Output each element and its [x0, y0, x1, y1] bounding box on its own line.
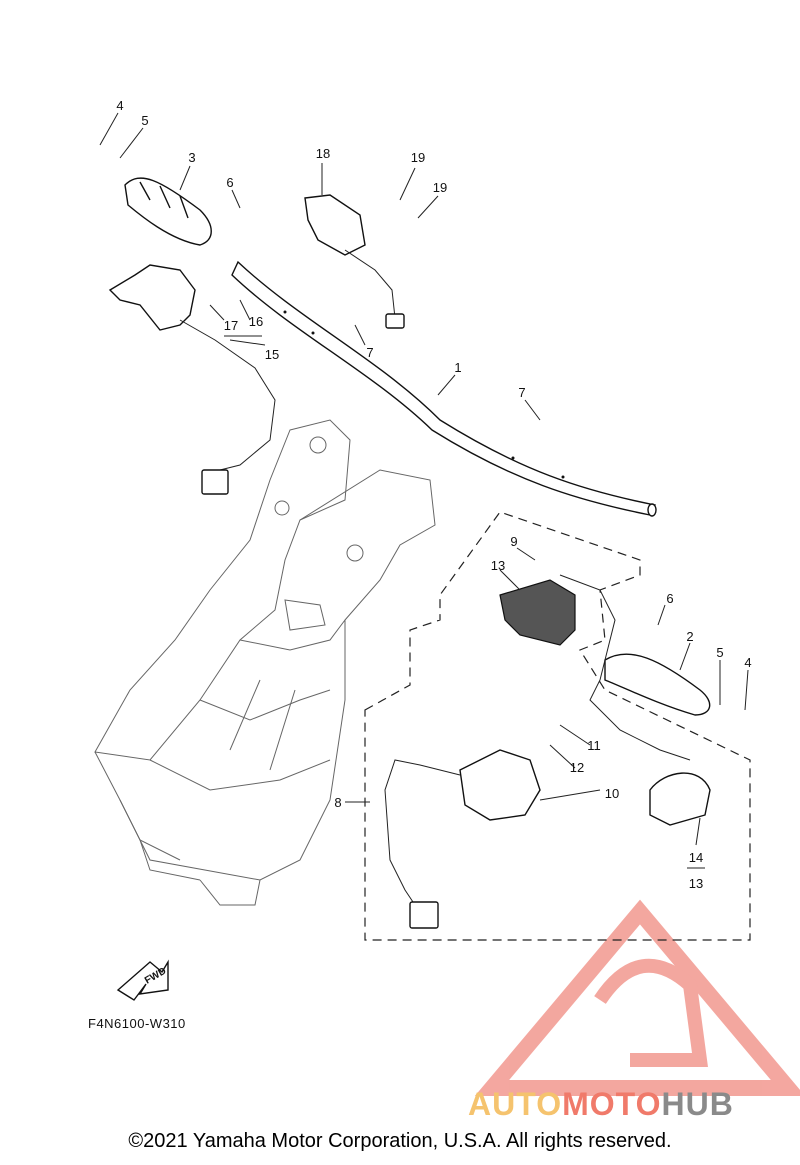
callout-19-lower: 19: [433, 180, 447, 195]
callout-7-upper: 7: [366, 345, 373, 360]
subassembly-outline: [364, 511, 751, 941]
callout-10: 10: [605, 786, 619, 801]
handlebar: [231, 260, 657, 517]
callout-4-left: 4: [116, 98, 123, 113]
throttle-assembly: [499, 574, 691, 761]
callout-14: 14: [689, 850, 703, 865]
callout-9: 9: [510, 534, 517, 549]
left-switch-housing: [108, 264, 276, 495]
callout-8: 8: [334, 795, 341, 810]
watermark-hub: HUB: [661, 1086, 734, 1122]
watermark-auto: AUTO: [468, 1086, 563, 1122]
callout-18: 18: [316, 146, 330, 161]
callout-3: 3: [188, 150, 195, 165]
cover-14: [649, 772, 711, 826]
right-top-switch: [304, 194, 405, 329]
diagram-code: F4N6100-W310: [88, 1016, 186, 1031]
callout-6-right: 6: [666, 591, 673, 606]
callout-6-left: 6: [226, 175, 233, 190]
callout-19-upper: 19: [411, 150, 425, 165]
callout-13-upper: 13: [491, 558, 505, 573]
right-grip: [604, 653, 711, 716]
callouts: 1 2 3 4 4 5 5 6 6 7 7 8 9 10 11 12 13 13…: [116, 98, 751, 891]
copyright-notice: ©2021 Yamaha Motor Corporation, U.S.A. A…: [128, 1130, 672, 1152]
callout-5-right: 5: [716, 645, 723, 660]
callout-1: 1: [454, 360, 461, 375]
fwd-arrow: FWD: [116, 959, 169, 1001]
left-grip: [124, 177, 212, 246]
callout-13-lower: 13: [689, 876, 703, 891]
watermark-text: AUTOMOTOHUB: [468, 1086, 734, 1123]
callout-16: 16: [249, 314, 263, 329]
callout-12: 12: [570, 760, 584, 775]
callout-4-right: 4: [744, 655, 751, 670]
leader-lines: [99, 112, 749, 846]
callout-17: 17: [224, 318, 238, 333]
callout-2: 2: [686, 629, 693, 644]
callout-5-left: 5: [141, 113, 148, 128]
callout-11: 11: [587, 738, 601, 753]
switch-assembly-8: [384, 749, 541, 929]
callout-15: 15: [265, 347, 279, 362]
watermark-moto: MOTO: [562, 1086, 662, 1122]
watermark-logo: [474, 899, 800, 1096]
callout-7-lower: 7: [518, 385, 525, 400]
steering-frame: [94, 419, 436, 906]
